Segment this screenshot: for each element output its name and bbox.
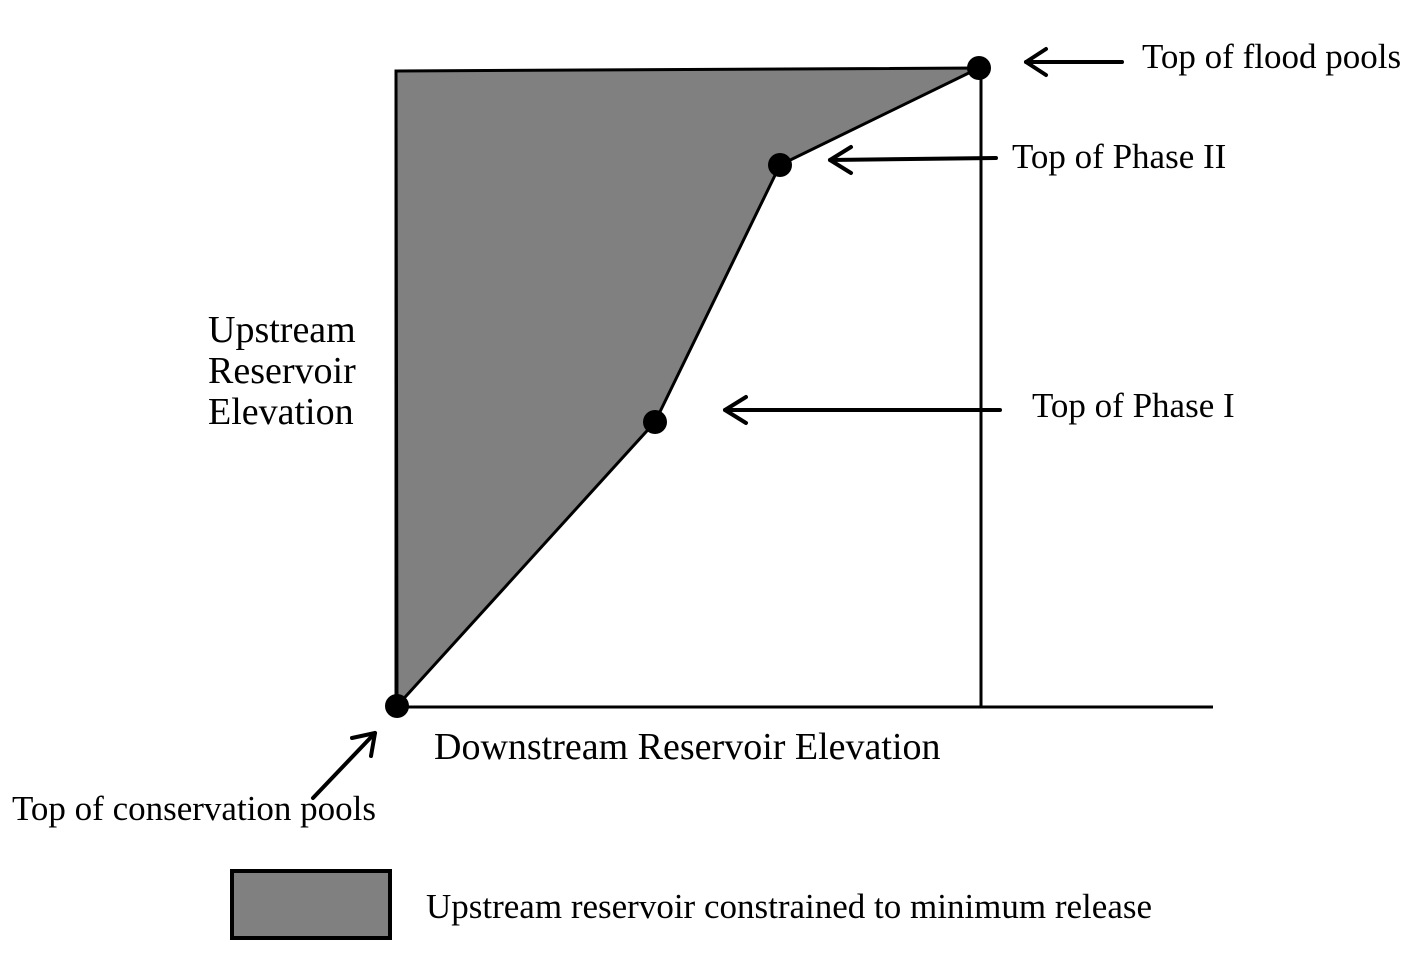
point-top-of-phase-2 — [768, 153, 792, 177]
legend-swatch — [230, 869, 392, 940]
label-top-of-phase-2: Top of Phase II — [1012, 137, 1227, 176]
x-axis-label: Downstream Reservoir Elevation — [434, 726, 941, 768]
constrained-region — [394, 66, 980, 710]
arrow-top-of-conservation-pools — [311, 731, 377, 800]
arrow-top-of-flood-pools — [1024, 47, 1124, 77]
arrow-top-of-phase-1 — [723, 395, 1002, 425]
label-top-of-flood-pools: Top of flood pools — [1142, 37, 1402, 76]
point-top-of-flood-pools — [967, 56, 991, 80]
arrow-top-of-phase-2 — [828, 145, 998, 175]
y-axis-label: Upstream Reservoir Elevation — [208, 310, 356, 433]
y-axis-label-line-1: Upstream — [208, 309, 356, 351]
y-axis-label-line-3: Elevation — [208, 391, 354, 433]
legend-label: Upstream reservoir constrained to minimu… — [426, 887, 1153, 926]
label-top-of-phase-1: Top of Phase I — [1032, 386, 1235, 425]
y-axis-label-line-2: Reservoir — [208, 350, 356, 392]
label-top-of-conservation-pools: Top of conservation pools — [12, 789, 377, 828]
point-top-of-phase-1 — [643, 410, 667, 434]
point-top-of-conservation-pools — [385, 694, 409, 718]
